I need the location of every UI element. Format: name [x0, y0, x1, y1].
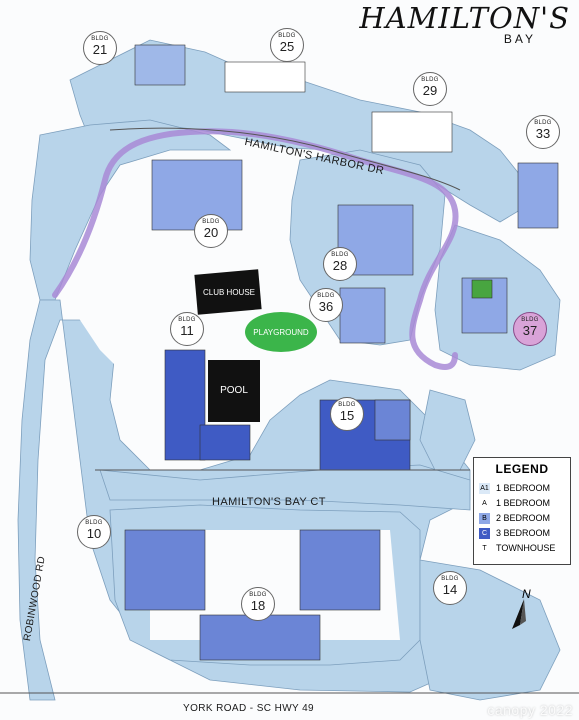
building-28-marker: BLDG 28 — [323, 247, 357, 281]
building-number: 37 — [522, 323, 538, 338]
building-20-marker: BLDG 20 — [194, 214, 228, 248]
building-footprints — [124, 44, 559, 661]
playground-label: PLAYGROUND — [246, 324, 316, 340]
brand-name: HAMILTON'S — [359, 1, 570, 35]
building-label: BLDG — [441, 576, 459, 582]
brand-logo: HAMILTON'S BAY — [355, 0, 570, 60]
legend-label: 3 BEDROOM — [496, 528, 551, 538]
building-number: 10 — [86, 526, 102, 541]
legend-code-t: T — [479, 543, 490, 554]
pool-label: POOL — [208, 380, 260, 400]
legend-row: A 1 BEDROOM — [479, 496, 565, 511]
pool-text: POOL — [220, 384, 248, 396]
building-label: BLDG — [91, 36, 109, 42]
bldg-33-units — [517, 162, 559, 229]
building-25-marker: BLDG 25 — [270, 28, 304, 62]
central-field — [70, 220, 320, 390]
building-number: 36 — [318, 299, 334, 314]
building-10-marker: BLDG 10 — [77, 515, 111, 549]
bldg-18-west — [124, 529, 206, 611]
building-29-marker: BLDG 29 — [413, 72, 447, 106]
building-number: 25 — [279, 39, 295, 54]
bldg-18-south — [199, 614, 321, 661]
bldg-11-south — [199, 424, 251, 461]
building-number: 28 — [332, 258, 348, 273]
harbor-dr-edge — [109, 127, 461, 191]
building-label: BLDG — [202, 219, 220, 225]
north-arrow-icon — [512, 599, 526, 629]
bldg-25-units — [224, 61, 306, 93]
bldg-37-townhouse — [471, 279, 493, 299]
legend-code-a: A — [479, 498, 490, 509]
building-label: BLDG — [338, 402, 356, 408]
legend-row: B 2 BEDROOM — [479, 511, 565, 526]
bldg-20-units — [151, 159, 243, 231]
building-label: BLDG — [178, 317, 196, 323]
pool-shape — [208, 360, 260, 422]
walking-path — [52, 128, 459, 370]
building-14-marker: BLDG 14 — [433, 571, 467, 605]
building-number: 18 — [250, 598, 266, 613]
building-label: BLDG — [521, 317, 539, 323]
legend-box: LEGEND A1 1 BEDROOM A 1 BEDROOM B 2 BEDR… — [473, 457, 571, 565]
legend-code-c: C — [479, 528, 490, 539]
bay-ct-label: HAMILTON'S BAY CT — [212, 496, 326, 508]
building-18-marker: BLDG 18 — [241, 587, 275, 621]
legend-code-b: B — [479, 513, 490, 524]
north-arrow: N — [506, 587, 536, 631]
building-label: BLDG — [534, 120, 552, 126]
bldg-18-east — [299, 529, 381, 611]
legend-label: 2 BEDROOM — [496, 513, 551, 523]
legend-code-a1: A1 — [479, 483, 490, 494]
clubhouse-shape — [194, 269, 262, 315]
north-label: N — [522, 587, 531, 601]
building-11-marker: BLDG 11 — [170, 312, 204, 346]
building-number: 11 — [180, 323, 194, 338]
legend-row: A1 1 BEDROOM — [479, 481, 565, 496]
building-label: BLDG — [278, 33, 296, 39]
building-number: 14 — [442, 582, 458, 597]
building-15-marker: BLDG 15 — [330, 397, 364, 431]
road-edges — [0, 127, 579, 694]
building-label: BLDG — [85, 520, 103, 526]
building-label: BLDG — [421, 77, 439, 83]
bldg-36-units — [339, 287, 386, 344]
building-33-marker: BLDG 33 — [526, 115, 560, 149]
building-number: 33 — [535, 126, 551, 141]
building-number: 20 — [203, 225, 219, 240]
york-road-label: YORK ROAD - SC HWY 49 — [183, 703, 315, 714]
building-label: BLDG — [331, 252, 349, 258]
legend-label: TOWNHOUSE — [496, 543, 556, 553]
bldg-11-units — [164, 349, 206, 461]
legend-row: C 3 BEDROOM — [479, 526, 565, 541]
brand-sub: BAY — [503, 32, 536, 46]
legend-label: 1 BEDROOM — [496, 498, 551, 508]
building-number: 29 — [422, 83, 438, 98]
building-number: 15 — [339, 408, 355, 423]
legend-row: T TOWNHOUSE — [479, 541, 565, 556]
watermark: canopy 2022 — [487, 702, 573, 718]
clubhouse-text: CLUB HOUSE — [202, 287, 255, 297]
bldg-15-east — [374, 399, 411, 441]
building-37-marker: BLDG 37 — [513, 312, 547, 346]
building-label: BLDG — [317, 293, 335, 299]
legend-title: LEGEND — [495, 462, 549, 476]
building-label: BLDG — [249, 592, 267, 598]
bldg-21-units — [134, 44, 186, 86]
playground-shape — [245, 312, 317, 352]
bldg-29-units — [371, 111, 453, 153]
west-loop-lot — [29, 119, 232, 301]
building-number: 21 — [92, 42, 108, 57]
legend-label: 1 BEDROOM — [496, 483, 551, 493]
playground-text: PLAYGROUND — [253, 327, 309, 337]
building-36-marker: BLDG 36 — [309, 288, 343, 322]
clubhouse-label: CLUB HOUSE — [200, 278, 258, 306]
bay-ct-lot — [99, 464, 471, 511]
building-21-marker: BLDG 21 — [83, 31, 117, 65]
